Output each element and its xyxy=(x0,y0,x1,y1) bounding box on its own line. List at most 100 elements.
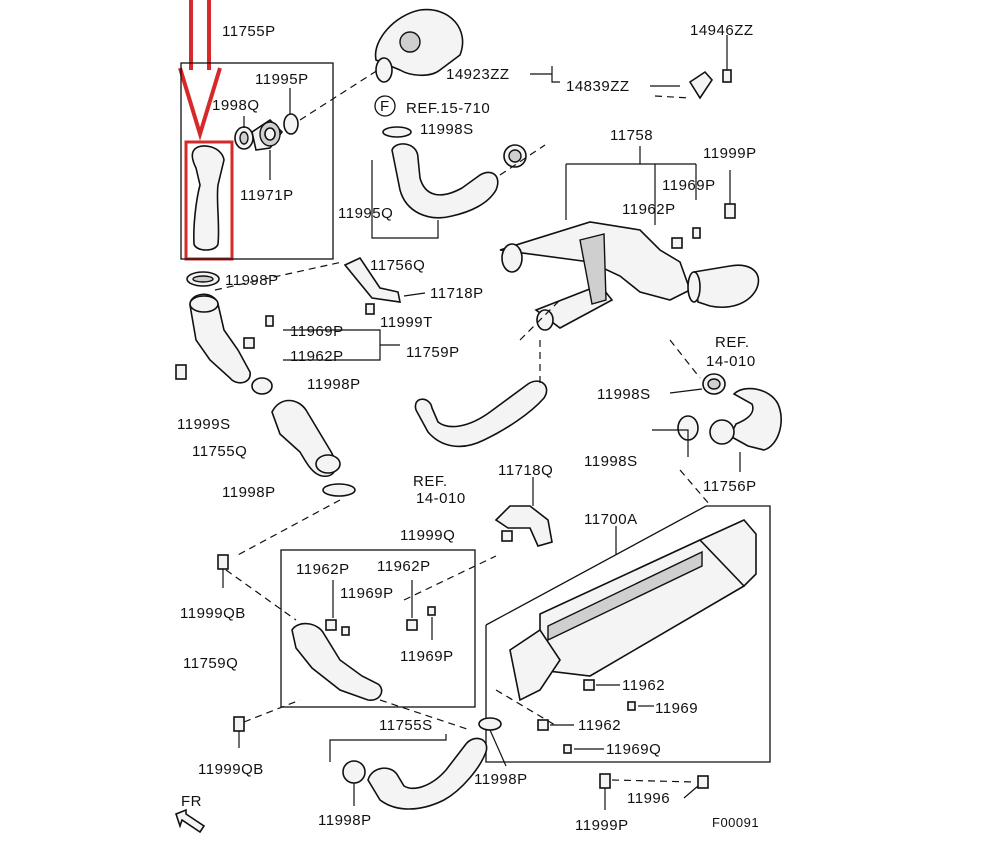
bracket-11718Q[interactable] xyxy=(494,505,553,547)
label-11996: 11996 xyxy=(627,790,670,807)
pipe-11759Q[interactable] xyxy=(291,622,383,701)
hose-11756Q[interactable] xyxy=(391,143,499,219)
bolt-11999P-top[interactable] xyxy=(724,170,736,219)
label-ref-15-710: REF.15-710 xyxy=(406,100,490,117)
hose-11756P[interactable] xyxy=(728,387,782,451)
f-circle-label: F xyxy=(380,98,390,115)
label-11971P: 11971P xyxy=(240,187,294,204)
intercooler-11700A[interactable] xyxy=(509,519,757,702)
label-11718P: 11718P xyxy=(430,285,484,302)
bolt-11999QB-top[interactable] xyxy=(217,554,229,588)
label-11998S-lower-right: 11998S xyxy=(584,453,638,470)
hose-ref-14-010[interactable] xyxy=(693,264,760,308)
stud-11969P-mid[interactable] xyxy=(265,315,274,327)
label-11962-a: 11962 xyxy=(622,677,665,694)
stud-11969P-box-a[interactable] xyxy=(341,626,350,636)
label-11999S: 11999S xyxy=(177,416,231,433)
stud-11969P-top[interactable] xyxy=(692,227,701,239)
highlight-arrow xyxy=(178,0,222,141)
front-direction-arrow xyxy=(175,808,206,834)
label-14946ZZ: 14946ZZ xyxy=(690,22,754,39)
turbo-outlet-housing xyxy=(374,8,464,83)
label-11998S-right: 11998S xyxy=(597,386,651,403)
stud-11969Q[interactable] xyxy=(563,744,572,754)
nut-11962P-box-a[interactable] xyxy=(325,619,337,631)
label-ref-14-010-top-line1: REF. xyxy=(715,334,750,351)
intercooler-box xyxy=(485,505,771,763)
label-11755S: 11755S xyxy=(379,717,433,734)
nut-11962-a[interactable] xyxy=(583,679,595,691)
bolt-11996[interactable] xyxy=(697,775,709,789)
kit-box-11755P xyxy=(180,62,334,260)
fitting-11971P[interactable] xyxy=(251,118,284,151)
bolt-11999QB-bottom[interactable] xyxy=(233,716,245,748)
label-11998S-top: 11998S xyxy=(420,121,474,138)
clamp-11998S-top[interactable] xyxy=(503,144,527,168)
label-11962P-box-b: 11962P xyxy=(377,558,431,575)
label-11999QB-bottom: 11999QB xyxy=(198,761,264,778)
label-11998P-bottom-left: 11998P xyxy=(318,812,372,829)
label-11969Q: 11969Q xyxy=(606,741,661,758)
label-11969P-box-a: 11969P xyxy=(340,585,394,602)
label-11718Q: 11718Q xyxy=(498,462,553,479)
label-11999P-bottom: 11999P xyxy=(575,817,629,834)
label-1998Q: 1998Q xyxy=(212,97,260,114)
label-fr: FR xyxy=(181,793,202,810)
bolt-11999P-bottom[interactable] xyxy=(599,773,611,810)
bolt-11999S[interactable] xyxy=(175,364,187,380)
clamp-11998P-lower[interactable] xyxy=(322,483,356,497)
label-f00091: F00091 xyxy=(712,815,759,830)
label-11998P-bottom-right: 11998P xyxy=(474,771,528,788)
label-11969P-box-b: 11969P xyxy=(400,648,454,665)
label-11700A: 11700A xyxy=(584,511,638,528)
clamp-11998S-right[interactable] xyxy=(702,373,726,395)
pipe-11759P[interactable] xyxy=(189,293,251,384)
bracket-11718P[interactable] xyxy=(343,256,402,303)
label-14923ZZ: 14923ZZ xyxy=(446,66,510,83)
gasket-11995Q[interactable] xyxy=(382,126,412,138)
label-11969P-mid: 11969P xyxy=(290,323,344,340)
label-11758: 11758 xyxy=(610,127,653,144)
label-11962P-mid: 11962P xyxy=(290,348,344,365)
clamp-11998P-bottom-right[interactable] xyxy=(478,717,502,731)
stud-11969-a[interactable] xyxy=(627,701,636,711)
label-ref-14-010-top-line2: 14-010 xyxy=(706,353,756,370)
clamp-1998Q[interactable] xyxy=(234,126,254,150)
label-11756Q: 11756Q xyxy=(370,257,425,274)
label-11759Q: 11759Q xyxy=(183,655,238,672)
label-ref-14-010-center-line1: REF. xyxy=(413,473,448,490)
nut-11962P-box-b[interactable] xyxy=(406,619,418,631)
label-11969P-top: 11969P xyxy=(662,177,716,194)
label-11999Q: 11999Q xyxy=(400,527,455,544)
label-11999P-top: 11999P xyxy=(703,145,757,162)
nut-11962-b[interactable] xyxy=(537,719,549,731)
hose-11755S[interactable] xyxy=(367,737,488,810)
clamp-11998P-mid[interactable] xyxy=(251,377,273,395)
label-11995P: 11995P xyxy=(255,71,309,88)
clamp-11998P-top-left[interactable] xyxy=(186,271,220,287)
label-11999T: 11999T xyxy=(380,314,433,331)
label-11962-b: 11962 xyxy=(578,717,621,734)
label-11756P: 11756P xyxy=(703,478,757,495)
hose-11755P[interactable] xyxy=(191,145,225,251)
stud-11969P-box-b[interactable] xyxy=(427,606,436,616)
nut-11962P-mid[interactable] xyxy=(243,337,255,349)
label-11999QB-top: 11999QB xyxy=(180,605,246,622)
bolt-11999Q[interactable] xyxy=(501,530,513,542)
label-14839ZZ: 14839ZZ xyxy=(566,78,630,95)
label-11759P: 11759P xyxy=(406,344,460,361)
clamp-11998P-bottom-left[interactable] xyxy=(342,760,366,784)
pipe-assembly-11758[interactable] xyxy=(499,221,691,331)
o-ring-11995P[interactable] xyxy=(283,113,299,135)
label-ref-14-010-center-line2: 14-010 xyxy=(416,490,466,507)
bolt-11999T[interactable] xyxy=(365,303,375,315)
label-11998P-mid: 11998P xyxy=(307,376,361,393)
pipe-ref-14-010-center[interactable] xyxy=(414,380,548,448)
nut-11962P-top[interactable] xyxy=(671,237,683,249)
ref-15-710-callout: F xyxy=(374,95,396,117)
label-11755Q: 11755Q xyxy=(192,443,247,460)
clamp-11998S-lower-right[interactable] xyxy=(677,415,735,445)
label-11995Q: 11995Q xyxy=(338,205,393,222)
connector-14839ZZ[interactable] xyxy=(688,69,732,100)
